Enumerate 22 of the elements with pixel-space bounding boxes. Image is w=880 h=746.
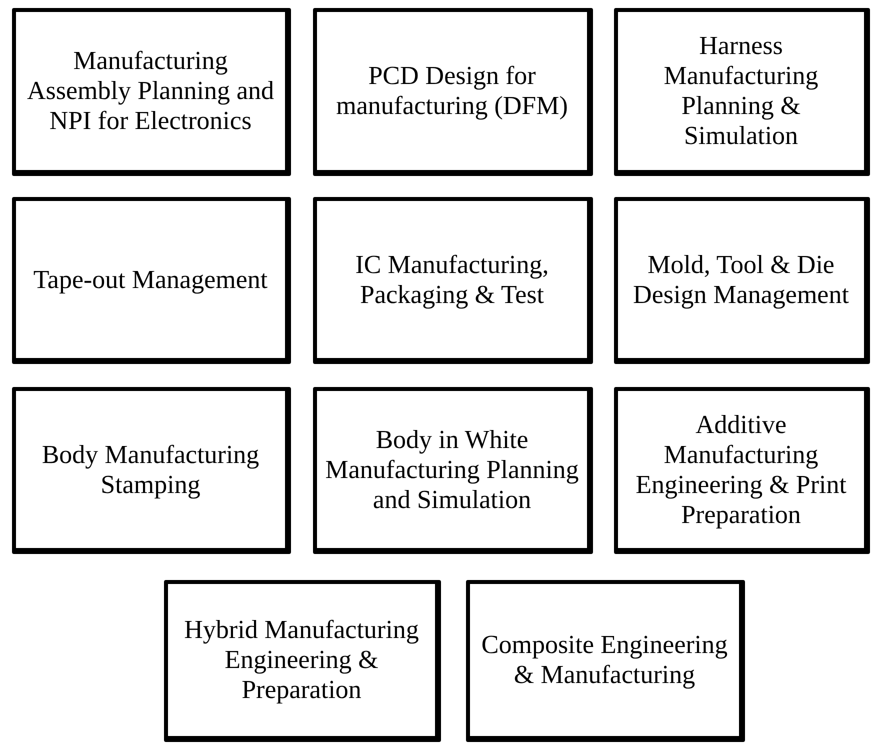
process-box [313,8,593,176]
box-label: Tape-out Management [33,264,268,294]
process-box [614,197,870,364]
box-label: IC Manufacturing, Packaging & Test [354,250,550,310]
box-label: Hybrid Manufacturing Engineering & Preparation [183,615,420,705]
process-box [12,8,291,176]
process-box [313,197,593,364]
process-box [313,387,593,554]
box-label: Additive Manufacturing Engineering & Print Preparation [634,410,848,530]
process-box [614,387,870,554]
box-label: Manufacturing Assembly Planning and NPI for Electronics [26,46,275,136]
box-label: Mold, Tool & Die Design Management [632,250,850,310]
box-label: Body in White Manufacturing Planning and Simulation [325,424,579,514]
process-box [466,580,745,742]
process-box [614,8,870,176]
process-box [12,197,291,364]
process-box [164,580,441,742]
process-box [12,387,291,554]
box-label: Harness Manufacturing Planning & Simulation [662,31,820,151]
box-label: PCD Design for manufacturing (DFM) [335,61,569,121]
box-label: Body Manufacturing Stamping [40,440,260,500]
box-label: Composite Engineering & Manufacturing [480,630,729,690]
